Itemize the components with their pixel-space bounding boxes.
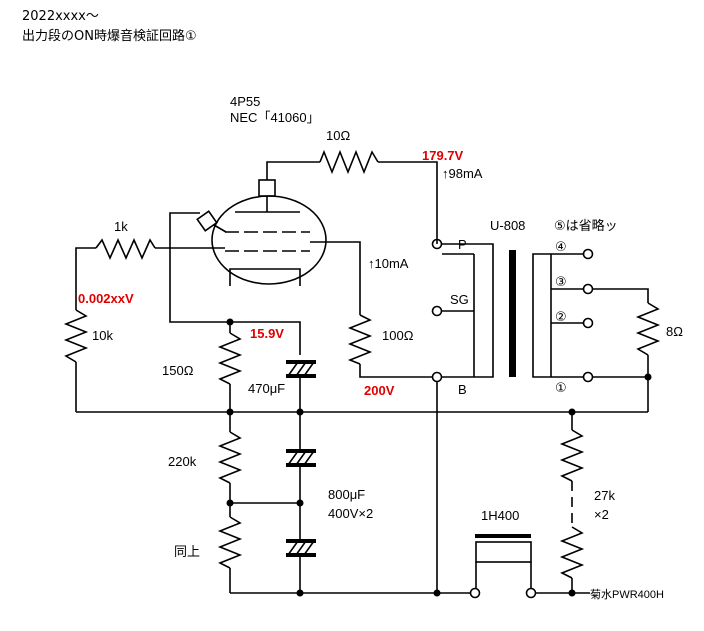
resistor-10k xyxy=(63,309,89,363)
label-term-2: ② xyxy=(555,309,567,324)
title-main: 出力段のON時爆音検証回路① xyxy=(22,28,197,44)
label-term-b: B xyxy=(458,382,467,397)
label-transformer: U-808 xyxy=(490,218,525,233)
label-tube-type: 4P55 xyxy=(230,94,260,109)
label-r-grid-leak: 10k xyxy=(92,328,113,343)
resistor-10ohm xyxy=(319,149,379,175)
resistor-1k xyxy=(95,238,156,260)
capacitor-470uf xyxy=(286,360,316,412)
label-r-bleeder-count: ×2 xyxy=(594,507,609,522)
label-term-4: ④ xyxy=(555,239,567,254)
resistor-220k xyxy=(217,431,243,484)
label-r-bleeder: 27k xyxy=(594,488,615,503)
label-power-supply: 菊水PWR400H xyxy=(590,588,664,601)
label-v-cathode: 15.9V xyxy=(250,326,284,341)
resistor-150ohm xyxy=(217,332,243,385)
label-r-cathode: 150Ω xyxy=(162,363,194,378)
label-term-p: P xyxy=(458,237,467,252)
label-r-divider-lower: 同上 xyxy=(174,544,200,559)
label-load: 8Ω xyxy=(666,324,683,339)
resistor-same xyxy=(217,516,243,569)
label-c-smoothing-value: 800μF xyxy=(328,487,365,502)
label-c-smoothing-spec: 400V×2 xyxy=(328,506,373,521)
tube-4p55 xyxy=(196,179,327,286)
label-r-screen: 100Ω xyxy=(382,328,414,343)
label-term-sg: SG xyxy=(450,292,469,307)
label-v-screen: 200V xyxy=(364,383,395,398)
label-i-screen: ↑10mA xyxy=(368,256,409,271)
label-v-plate: 179.7V xyxy=(422,148,464,163)
label-note: ⑤は省略ッ xyxy=(554,218,618,233)
label-r-divider-upper: 220k xyxy=(168,454,197,469)
resistor-27k-upper xyxy=(559,429,585,482)
capacitor-800uf-lower xyxy=(286,539,316,593)
label-choke: 1H400 xyxy=(481,508,519,523)
choke-1h400 xyxy=(475,534,532,589)
resistor-27k-lower xyxy=(559,526,585,579)
label-r-grid: 1k xyxy=(114,219,128,234)
output-transformer xyxy=(431,243,583,378)
label-term-1: ① xyxy=(555,380,567,395)
label-r-plate: 10Ω xyxy=(326,128,350,143)
capacitor-800uf-upper xyxy=(286,412,316,541)
resistor-100ohm xyxy=(347,314,373,365)
title-date: 2022xxxx～ xyxy=(22,9,99,24)
label-c-cathode: 470μF xyxy=(248,381,285,396)
resistor-8ohm-load xyxy=(635,302,661,356)
label-tube-code: NEC「41060」 xyxy=(230,110,320,125)
label-i-plate: ↑98mA xyxy=(442,166,483,181)
label-term-3: ③ xyxy=(555,274,567,289)
label-v-grid: 0.002xxV xyxy=(78,291,134,306)
